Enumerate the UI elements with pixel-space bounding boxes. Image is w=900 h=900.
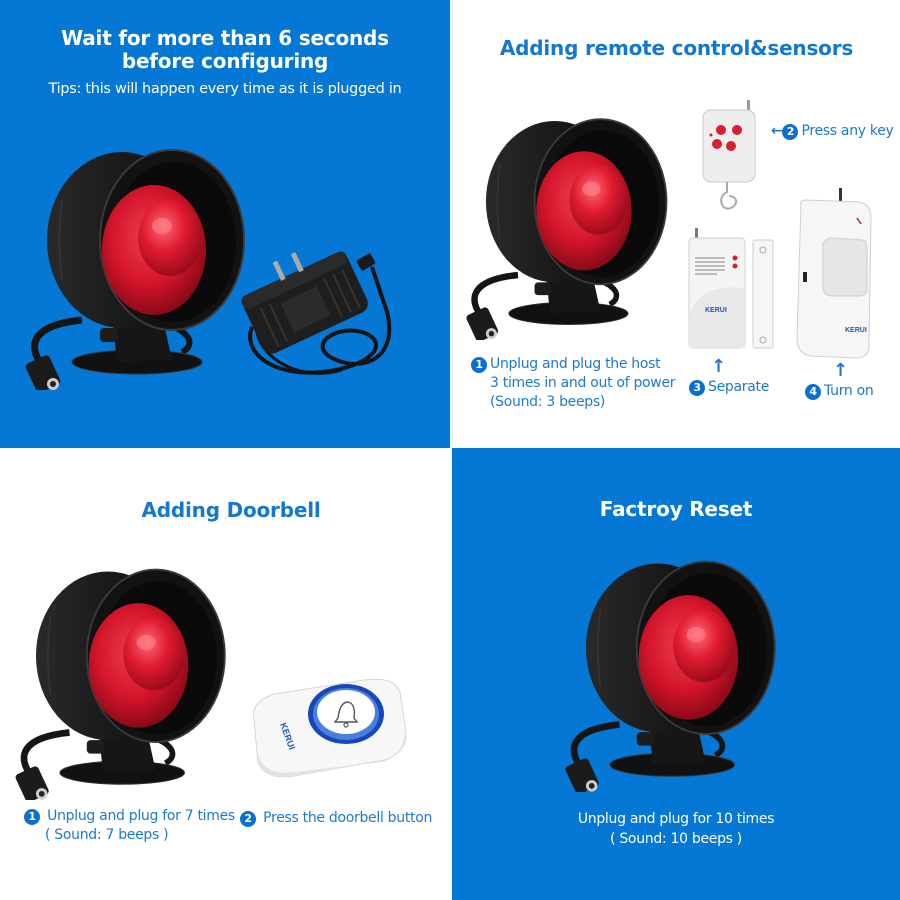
step-line: ( Sound: 7 beeps ) (45, 827, 169, 843)
arrow-left-icon: ← (771, 123, 783, 139)
panel-wait-before-configuring: Wait for more than 6 seconds before conf… (0, 0, 450, 448)
step-line: Unplug and plug for 7 times (47, 808, 235, 824)
panel-adding-doorbell: Adding Doorbell KERUI 1 Unplug and plug … (0, 450, 452, 900)
step-number-badge: 2 (240, 811, 256, 827)
step-line: 3 times in and out of power (490, 375, 676, 391)
arrow-up-icon: ↑ (711, 356, 727, 377)
step-number-badge: 1 (471, 357, 487, 373)
remote-control-icon (702, 100, 756, 210)
step-number-badge: 4 (805, 384, 821, 400)
step-label: Separate (708, 379, 770, 395)
panel-title: Adding Doorbell (141, 498, 321, 522)
step-2-press-doorbell: 2 Press the doorbell button (240, 809, 432, 828)
title-line-1: Wait for more than 6 seconds (61, 26, 389, 50)
panel-title: Factroy Reset (599, 497, 753, 521)
step-label: Press any key (801, 123, 894, 139)
panel-factory-reset: Factroy Reset Unplug and plug for 10 tim… (452, 448, 900, 900)
step-1-unplug-7-times: 1 Unplug and plug for 7 times ( Sound: 7… (24, 807, 235, 845)
siren-icon (12, 550, 242, 800)
step-line: (Sound: 3 beeps) (490, 394, 606, 410)
step-number-badge: 3 (689, 380, 705, 396)
siren-icon (463, 100, 683, 340)
doorbell-button-icon: KERUI (252, 678, 407, 778)
arrow-up-icon: ↑ (833, 360, 849, 381)
power-adapter-icon (241, 251, 392, 375)
reset-instruction-line-2: ( Sound: 10 beeps ) (610, 831, 742, 847)
title-line-2: before configuring (121, 49, 329, 73)
reset-instruction-line-1: Unplug and plug for 10 times (577, 811, 775, 827)
step-label: Press the doorbell button (263, 810, 433, 826)
step-line: Unplug and plug the host (490, 356, 661, 372)
step-number-badge: 2 (782, 124, 799, 140)
siren-icon (562, 542, 792, 792)
brand-logo: KERUI (705, 307, 727, 314)
brand-logo: KERUI (845, 327, 867, 334)
panel-title: Adding remote control&sensors (499, 36, 854, 60)
step-number-badge: 1 (24, 809, 40, 825)
step-label: Turn on (824, 383, 874, 399)
siren-icon (22, 130, 262, 390)
pir-sensor-icon: KERUI (796, 188, 872, 359)
tip-text: Tips: this will happen every time as it … (48, 81, 402, 97)
door-sensor-icon: KERUI (688, 228, 774, 349)
panel-title: Wait for more than 6 seconds before conf… (0, 27, 450, 73)
